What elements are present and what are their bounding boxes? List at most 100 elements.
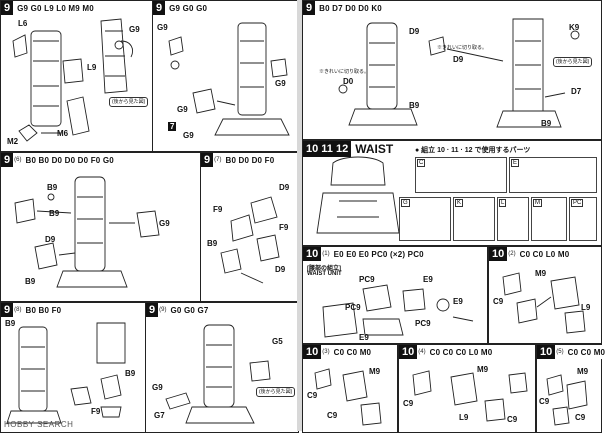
- step-number: 9: [146, 303, 159, 317]
- unit-title-en: WAIST UNIT: [307, 271, 342, 277]
- step-substep: (5): [556, 349, 564, 355]
- parts-used-note: ● 組立 10 · 11 · 12 で使用するパーツ: [415, 147, 531, 154]
- part-label: C9: [327, 411, 338, 420]
- part-label: M9: [577, 367, 589, 376]
- watermark: HOBBY SEARCH: [4, 420, 74, 429]
- page-gutter: [297, 0, 302, 431]
- step-panel-3: 9 B0 D7 D0 D0 K0 D9: [302, 0, 602, 140]
- part-label: D7: [571, 87, 582, 96]
- part-label: C9: [507, 415, 518, 424]
- part-label: G5: [272, 337, 283, 346]
- part-label: D9: [45, 235, 56, 244]
- part-label: B9: [25, 277, 36, 286]
- step-8-diagram: [322, 284, 474, 338]
- step-number: 9: [1, 153, 14, 167]
- cut-note: ※きれいに切り取る。: [437, 45, 488, 51]
- step-header: 10 (1) E0 E0 E0 PC0 (×2) PC0: [303, 247, 424, 261]
- step-parts-list: G0 G0 G7: [170, 305, 209, 315]
- part-label: G9: [157, 23, 168, 32]
- step-number: 9: [153, 1, 166, 15]
- step-parts-list: G9 G0 G0: [169, 3, 208, 13]
- part-label: G9: [159, 219, 170, 228]
- part-label: C9: [403, 399, 414, 408]
- step-4-diagram: [14, 176, 160, 288]
- part-label: B9: [49, 209, 60, 218]
- step-6-diagram: [6, 322, 126, 424]
- step-substep: (1): [322, 251, 330, 257]
- waist-parts-panel: 10 11 12 WAIST ● 組立 10 · 11 · 12 で使用するパー…: [302, 140, 602, 246]
- part-label: K9: [569, 23, 580, 32]
- part-label: C9: [493, 297, 504, 306]
- sprue-g: G: [399, 197, 451, 241]
- step-header: 9 (8) B0 B0 F0: [1, 303, 62, 317]
- step-header: 10 (2) C0 C0 L0 M0: [489, 247, 570, 261]
- step-header: 10 (5) C0 C0 M0: [537, 345, 605, 359]
- sprue-pc: PC: [569, 197, 597, 241]
- waist-title: 10 11 12 WAIST: [303, 141, 393, 157]
- unit-title-jp: [腰部の組立]: [307, 266, 341, 272]
- step-2-diagram: [168, 22, 290, 136]
- orientation-note: (後から見た図): [553, 57, 593, 67]
- part-label: G9: [183, 131, 194, 140]
- part-label: B9: [47, 183, 58, 192]
- sprue-e: E: [509, 157, 597, 193]
- step-substep: (2): [508, 251, 516, 257]
- part-label: L9: [87, 63, 97, 72]
- part-label: D9: [275, 265, 286, 274]
- step-panel-7: 9 (9) G0 G0 G7 G5 G9 G7 (後から見た図): [145, 302, 299, 433]
- step-panel-5: 9 (7) B0 D0 D0 F0 D9 F9 F9 B9 D9: [200, 152, 299, 302]
- part-label: D9: [279, 183, 290, 192]
- step-parts-list: C0 C0 C0 L0 M0: [429, 347, 493, 357]
- part-label: D9: [453, 55, 464, 64]
- step-panel-10: 10 (3) C0 C0 M0 C9 C9 M9: [302, 344, 398, 433]
- step-panel-8: 10 (1) E0 E0 E0 PC0 (×2) PC0 [腰部の組立] WAI…: [302, 246, 488, 344]
- step-substep: (7): [214, 157, 222, 163]
- step-number: 9: [1, 1, 14, 15]
- step-3-diagram: [338, 18, 580, 128]
- waist-heading: WAIST: [355, 142, 394, 156]
- part-label: F9: [91, 407, 101, 416]
- step-header: 9 (7) B0 D0 D0 F0: [201, 153, 275, 167]
- step-12-diagram: [546, 374, 588, 426]
- step-number: 10: [537, 345, 556, 359]
- part-label: M9: [535, 269, 547, 278]
- part-label: B9: [207, 239, 218, 248]
- step-5-diagram: [220, 196, 280, 284]
- step-number: 10: [303, 247, 322, 261]
- step-panel-11: 10 (4) C0 C0 C0 L0 M0 M9 C9 L9 C9: [398, 344, 536, 433]
- part-label: PC9: [359, 275, 375, 284]
- step-parts-list: G9 G0 L9 L0 M9 M0: [17, 3, 94, 13]
- part-label: C9: [307, 391, 318, 400]
- step-parts-list: B0 B0 D0 D0 D0 F0 G0: [25, 155, 114, 165]
- step-substep: (4): [418, 349, 426, 355]
- part-label: E9: [359, 333, 369, 342]
- step-panel-12: 10 (5) C0 C0 M0 M9 C9 C9: [536, 344, 605, 433]
- step-parts-list: B0 D0 D0 F0: [225, 155, 275, 165]
- part-label: B9: [409, 101, 420, 110]
- step-11-diagram: [412, 370, 528, 422]
- step-substep: (6): [14, 157, 22, 163]
- part-label: L9: [459, 413, 469, 422]
- step-header: 9 (6) B0 B0 D0 D0 D0 F0 G0: [1, 153, 114, 167]
- step-number: 9: [1, 303, 14, 317]
- part-label: C9: [539, 397, 550, 406]
- part-label: L9: [581, 303, 591, 312]
- cut-note: ※きれいに切り取る。: [319, 69, 370, 75]
- step-number: 10: [399, 345, 418, 359]
- step-number: 9: [201, 153, 214, 167]
- part-label: D9: [409, 27, 420, 36]
- step-substep: (8): [14, 307, 22, 313]
- step-1-diagram: [12, 18, 133, 142]
- step-substep: (9): [159, 307, 167, 313]
- part-label: PC9: [415, 319, 431, 328]
- part-label: M9: [369, 367, 381, 376]
- part-label: D0: [343, 77, 354, 86]
- step-header: 9 B0 D7 D0 D0 K0: [303, 1, 382, 15]
- step-header: 10 (3) C0 C0 M0: [303, 345, 372, 359]
- step-parts-list: E0 E0 E0 PC0 (×2) PC0: [333, 249, 424, 259]
- part-label: F9: [279, 223, 289, 232]
- step-parts-list: B0 D7 D0 D0 K0: [319, 3, 382, 13]
- part-label: G9: [177, 105, 188, 114]
- part-label: PC9: [345, 303, 361, 312]
